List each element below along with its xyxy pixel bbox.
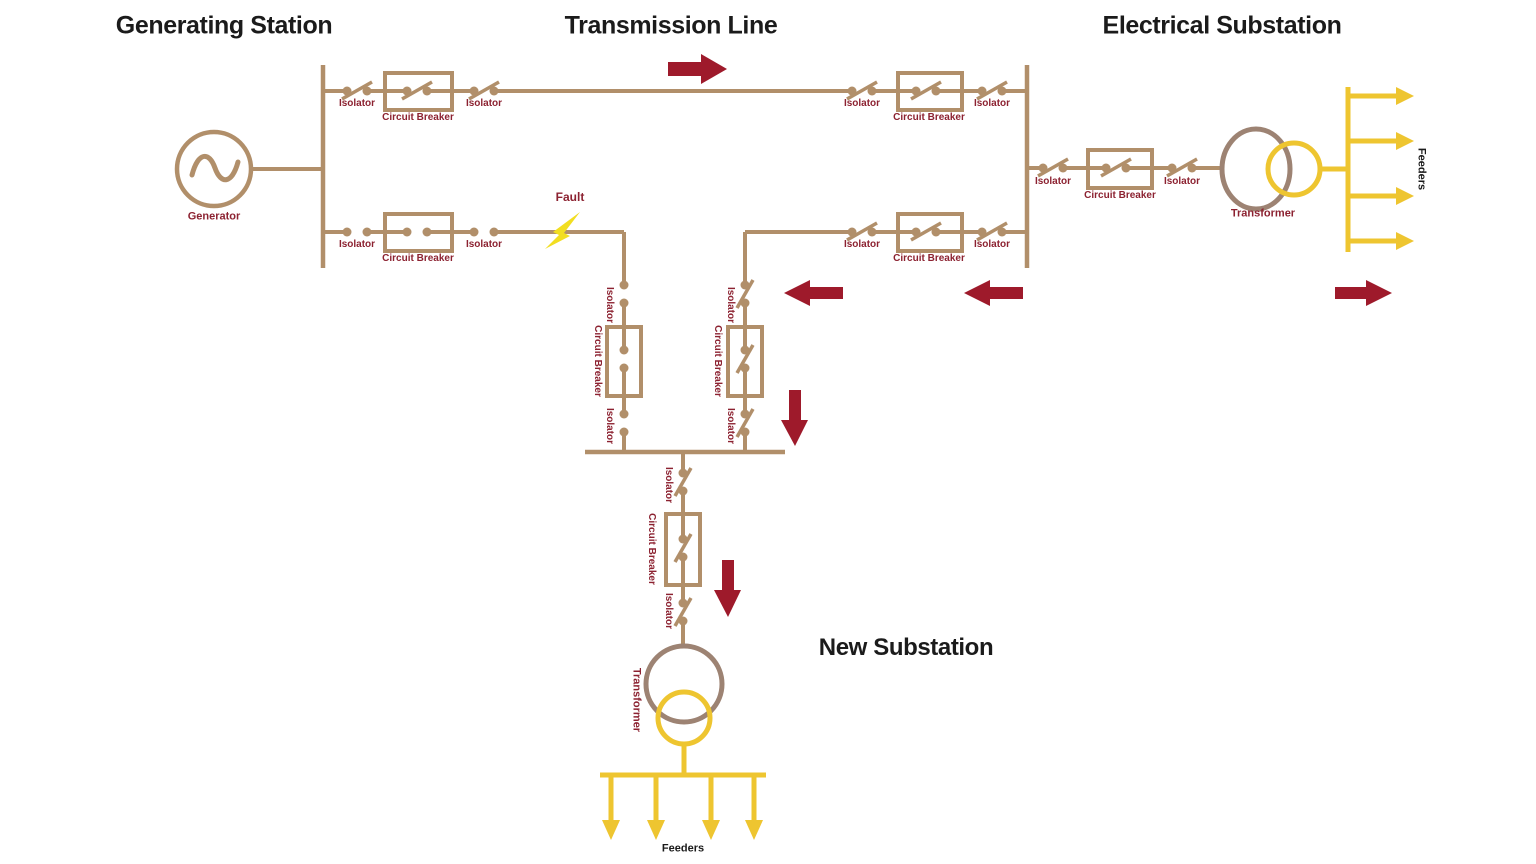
isolator-label: Isolator [604, 407, 615, 445]
isolator-switch-open [469, 227, 499, 237]
left-branch-open [605, 303, 643, 452]
circuit-breaker-label: Circuit Breaker [382, 112, 454, 123]
breaker-switch-closed [735, 343, 755, 375]
isolator-label: Isolator [604, 286, 615, 324]
flow-arrow-left-outer [964, 280, 1023, 306]
isolator-label: Isolator [1163, 176, 1201, 187]
substation-feeders [1320, 87, 1414, 252]
isolator-switch-closed [975, 221, 1009, 242]
section-title-generating-station: Generating Station [115, 11, 333, 40]
breaker-switch-closed [1099, 157, 1133, 178]
feeder-arrow-down [602, 820, 620, 840]
substation-transformer [1219, 126, 1323, 212]
circuit-breaker-label: Circuit Breaker [646, 513, 657, 585]
isolator-label: Isolator [725, 286, 736, 324]
fault-bolt-icon [545, 212, 580, 249]
breaker-switch-closed [909, 221, 943, 242]
right-branch-closed [726, 303, 764, 452]
isolator-label: Isolator [338, 239, 376, 250]
isolator-label: Isolator [663, 466, 674, 504]
substation-transformer-chain [1027, 148, 1223, 190]
breaker-switch-closed [673, 532, 693, 564]
isolator-switch-open [619, 280, 629, 308]
section-title-new-substation: New Substation [818, 634, 994, 661]
fault-label: Fault [555, 190, 585, 204]
isolator-switch-closed [975, 80, 1009, 101]
new-substation-feeders [600, 744, 766, 840]
isolator-label: Isolator [725, 407, 736, 445]
generator-label: Generator [187, 210, 241, 223]
flow-arrow-down-branch [781, 390, 808, 446]
lower-line-substation-side [743, 212, 1027, 285]
circuit-breaker-label: Circuit Breaker [592, 325, 603, 397]
isolator-label: Isolator [338, 98, 376, 109]
isolator-switch-closed [673, 466, 693, 498]
feeder-arrow-right [1396, 87, 1414, 105]
isolator-switch-closed [845, 221, 879, 242]
section-title-electrical-substation: Electrical Substation [1102, 11, 1342, 40]
isolator-label: Isolator [1034, 176, 1072, 187]
feeder-arrow-down [702, 820, 720, 840]
feeders-label: Feeders [1415, 147, 1428, 191]
isolator-switch-closed [340, 80, 374, 101]
sine-wave-icon [189, 154, 241, 183]
feeder-arrow-right [1396, 132, 1414, 150]
isolator-switch-closed [1165, 157, 1199, 178]
isolator-switch-closed [735, 278, 755, 310]
isolator-label: Isolator [663, 592, 674, 630]
isolator-label: Isolator [973, 98, 1011, 109]
section-title-transmission-line: Transmission Line [564, 11, 778, 40]
feeder-arrow-right [1396, 232, 1414, 250]
flow-arrow-right-far [1335, 280, 1392, 306]
top-transmission-line [323, 71, 1027, 112]
isolator-label: Isolator [843, 239, 881, 250]
circuit-breaker-label: Circuit Breaker [712, 325, 723, 397]
circuit-breaker-label: Circuit Breaker [893, 253, 965, 264]
generator-symbol [174, 129, 323, 209]
breaker-switch-open [619, 345, 629, 373]
isolator-label: Isolator [465, 98, 503, 109]
flow-arrow-down-feeder [714, 560, 741, 617]
breaker-switch-closed [400, 80, 434, 101]
feeder-arrow-right [1396, 187, 1414, 205]
isolator-switch-closed [467, 80, 501, 101]
isolator-label: Isolator [465, 239, 503, 250]
isolator-switch-open [619, 409, 629, 437]
circuit-breaker-label: Circuit Breaker [1084, 190, 1156, 201]
feeders-label: Feeders [661, 842, 705, 855]
circuit-breaker-label: Circuit Breaker [382, 253, 454, 264]
flow-arrow-left-inner [784, 280, 843, 306]
breaker-switch-open [402, 227, 432, 237]
feeder-arrow-down [745, 820, 763, 840]
flow-arrow-right-top [668, 54, 727, 84]
circuit-breaker-label: Circuit Breaker [893, 112, 965, 123]
flow-arrows [668, 54, 1392, 617]
new-substation-transformer [643, 643, 725, 747]
isolator-label: Isolator [843, 98, 881, 109]
isolator-switch-closed [673, 596, 693, 628]
transformer-label: Transformer [1230, 207, 1296, 220]
transformer-label: Transformer [630, 667, 643, 733]
feeder-arrow-down [647, 820, 665, 840]
isolator-switch-closed [735, 407, 755, 439]
isolator-switch-closed [1036, 157, 1070, 178]
isolator-label: Isolator [973, 239, 1011, 250]
breaker-switch-closed [909, 80, 943, 101]
isolator-switch-closed [845, 80, 879, 101]
isolator-switch-open [342, 227, 372, 237]
